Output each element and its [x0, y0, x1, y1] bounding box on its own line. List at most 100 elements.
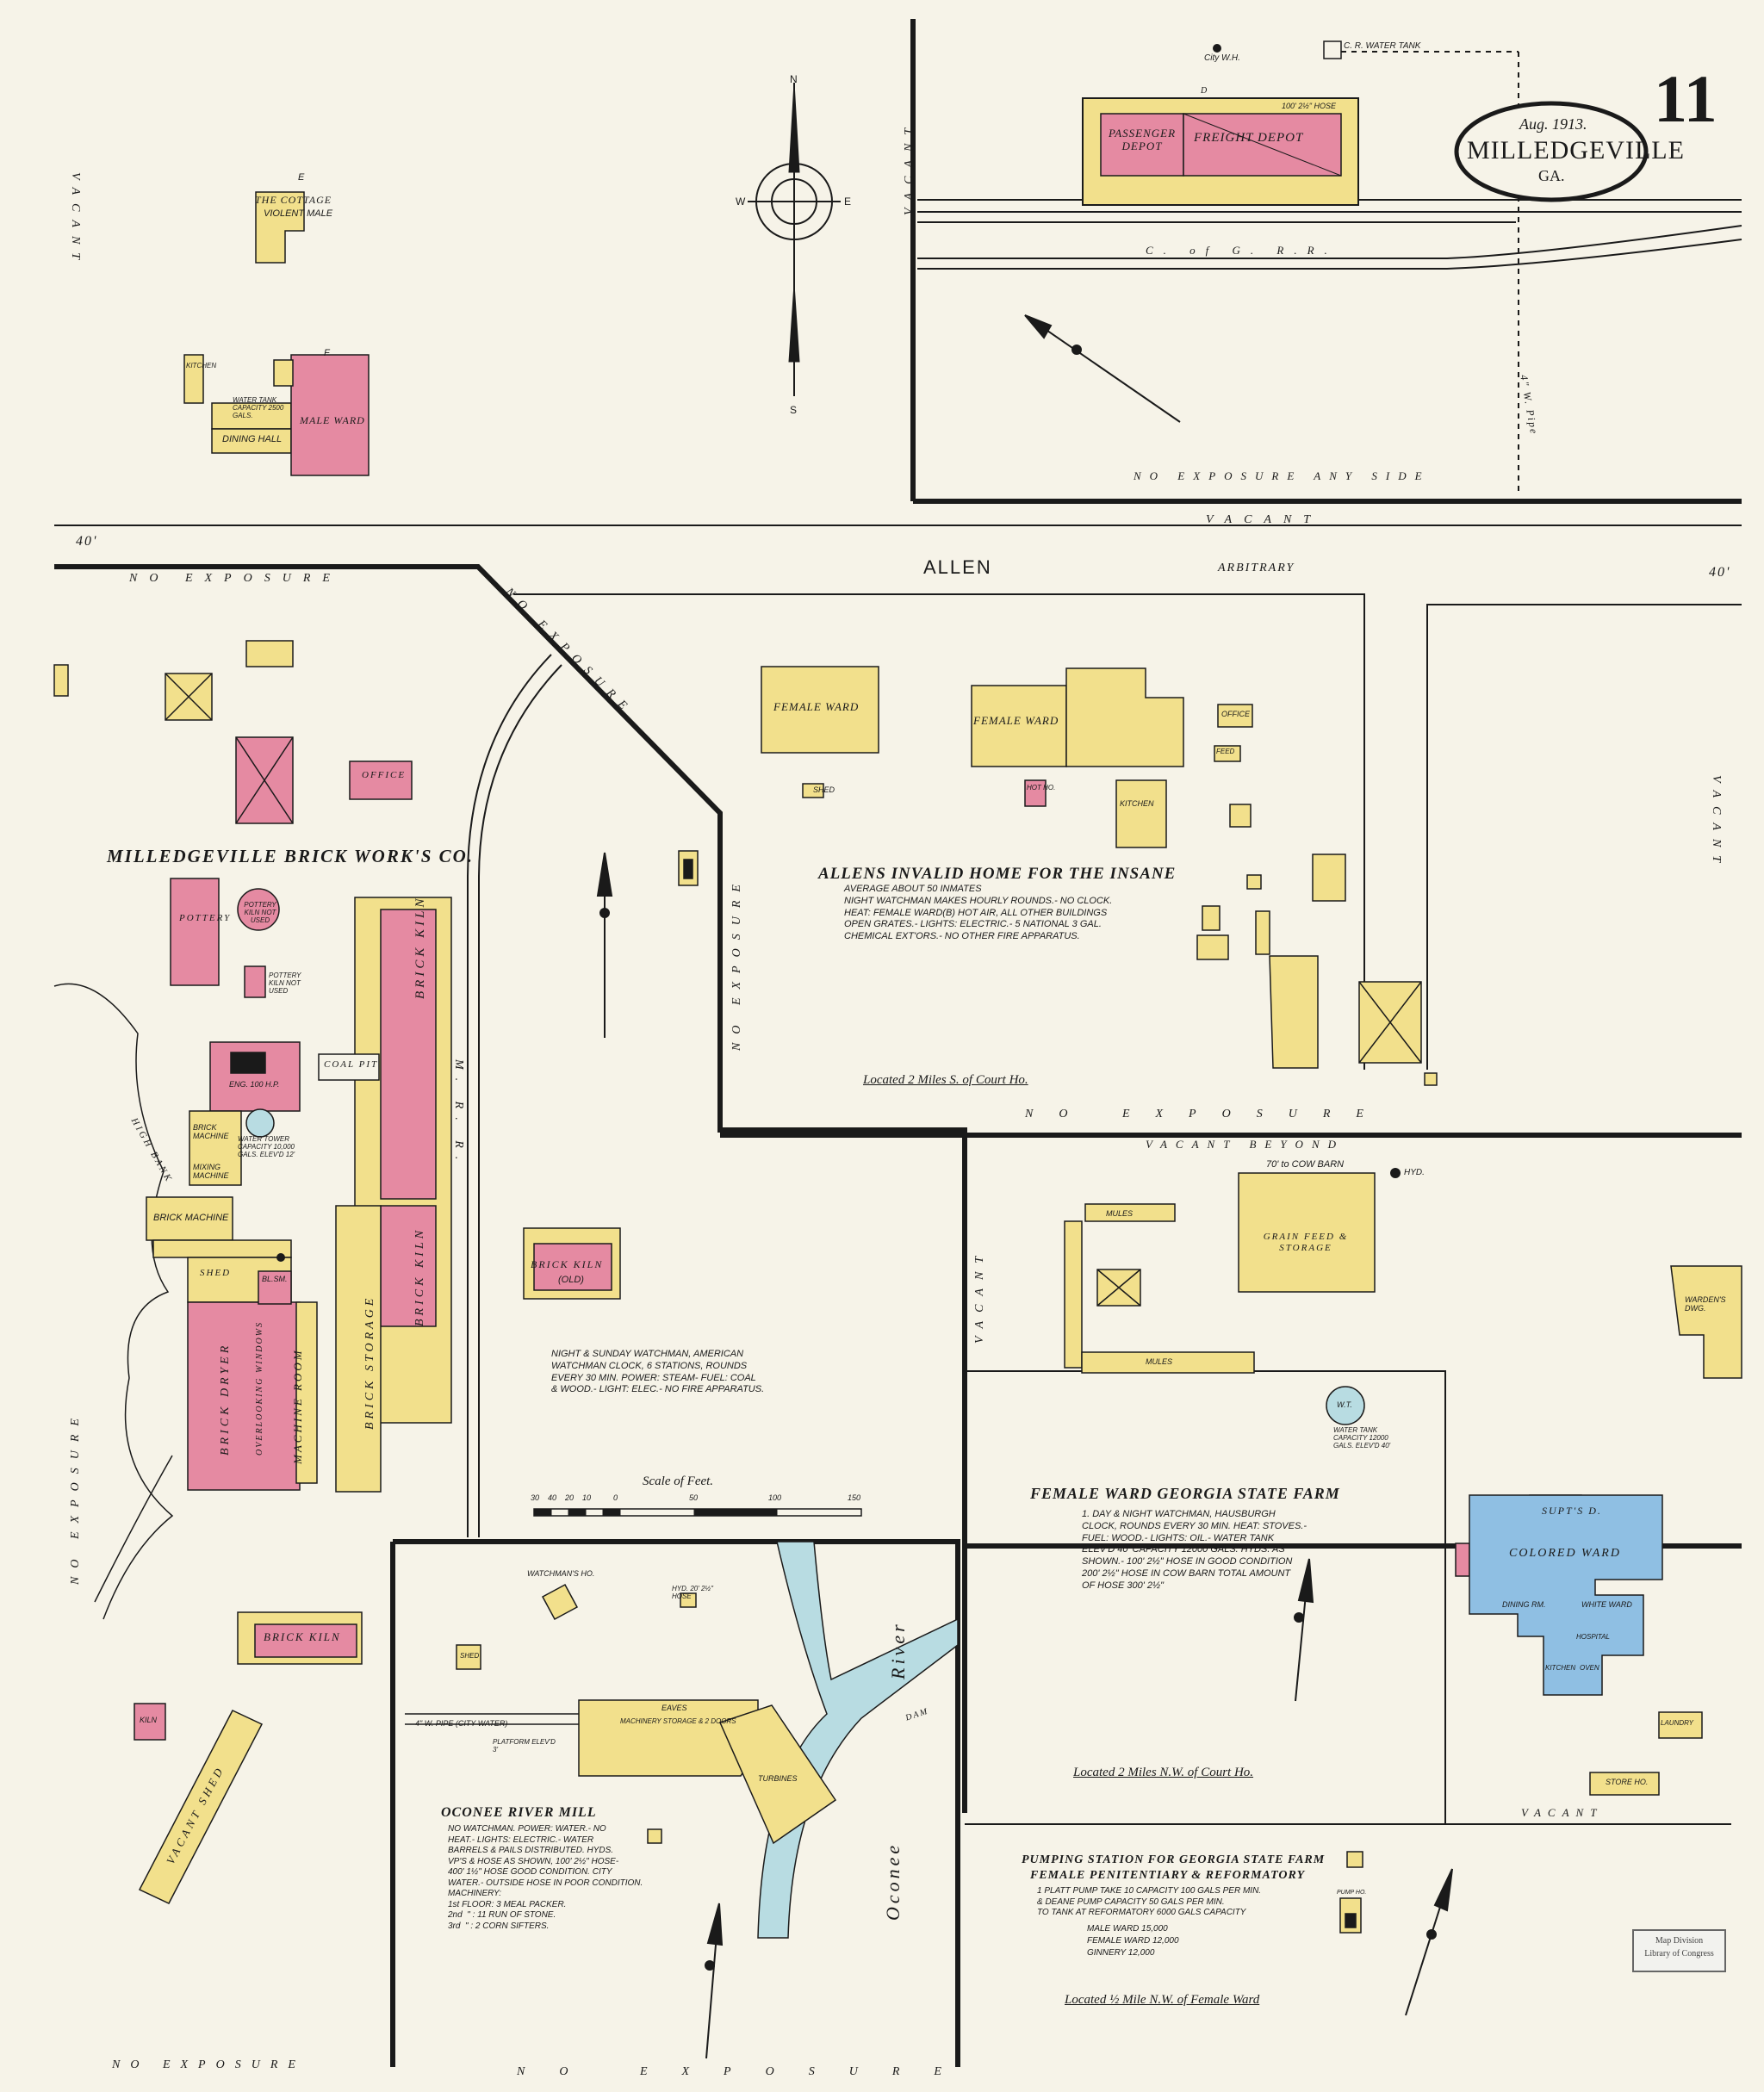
- male-ward-letter: F: [324, 348, 330, 358]
- north-arrows: [596, 314, 1453, 2059]
- allens-hot-ho: HOT HO.: [1027, 784, 1056, 791]
- brick-works-machine-room: MACHINE ROOM: [291, 1348, 304, 1464]
- scale-tick-40: 40: [548, 1493, 557, 1502]
- brick-works-overlooking: OVERLOOKING WINDOWS: [255, 1320, 264, 1456]
- brick-works-office: OFFICE: [362, 770, 407, 780]
- brick-works-blsm: BL.SM.: [262, 1275, 288, 1283]
- sheet-number: 11: [1654, 61, 1717, 136]
- brick-works-old: (OLD): [558, 1275, 584, 1285]
- allens-female-ward-b: FEMALE WARD: [773, 700, 860, 713]
- hydrants: [276, 1168, 1401, 1262]
- scale-tick-20: 20: [565, 1493, 575, 1502]
- railroad-tracks-cofga: [917, 199, 1742, 270]
- mill-pipe: [405, 1713, 579, 1725]
- state-farm-white-ward: WHITE WARD: [1581, 1600, 1632, 1609]
- allens-kitchen: KITCHEN: [1120, 799, 1154, 808]
- scale-tick-150: 150: [848, 1493, 861, 1502]
- pumping-pump: PUMP HO.: [1337, 1890, 1367, 1896]
- label-no-exposure-mid: NO EXPOSURE: [1025, 1108, 1389, 1120]
- brick-works-shed: SHED: [200, 1268, 232, 1278]
- brick-works-brick-kiln-g: BRICK KILN: [264, 1630, 341, 1643]
- label-vacant-left: VACANT: [69, 172, 82, 269]
- pumping-row-3: GINNERY 12,000: [1087, 1948, 1155, 1958]
- state-farm-mules-g: MULES: [1146, 1357, 1173, 1366]
- compass-s: S: [790, 404, 798, 416]
- brick-works-mixing: MIXING MACHINE: [193, 1163, 229, 1181]
- scale-label: Scale of Feet.: [643, 1474, 714, 1488]
- label-vacant-top: VACANT: [1206, 513, 1323, 526]
- label-no-exposure-bottom-mid: NO EXPOSURE: [517, 2065, 976, 2078]
- street-width-left: 40': [76, 534, 98, 549]
- brick-works-dryer: BRICK DRYER: [219, 1342, 232, 1456]
- label-city-wh: City W.H.: [1204, 53, 1240, 63]
- brick-works-kiln-1: BRICK KILN: [413, 895, 427, 999]
- pumping-notes: 1 PLATT PUMP TAKE 10 CAPACITY 100 GALS P…: [1037, 1886, 1262, 1917]
- brick-works-buildings: [53, 640, 699, 1904]
- brick-works-pottery: POTTERY: [179, 913, 232, 923]
- label-vacant-farm: VACANT: [973, 1247, 986, 1344]
- state-farm-dining: DINING RM.: [1502, 1600, 1546, 1609]
- cottage-letter: E: [298, 172, 305, 183]
- brick-works-storage: BRICK STORAGE: [363, 1294, 376, 1430]
- depot-passenger: PASSENGER DEPOT: [1108, 127, 1177, 152]
- library-stamp: Map Division Library of Congress: [1632, 1929, 1726, 1972]
- mill-platform: PLATFORM ELEV'D 3': [493, 1738, 556, 1754]
- scale-tick-10: 10: [582, 1493, 592, 1502]
- state-farm-wardens: WARDEN'S DWG.: [1685, 1295, 1726, 1313]
- state-farm-store: STORE HO.: [1606, 1778, 1649, 1786]
- street-arbitrary: ARBITRARY: [1218, 562, 1295, 574]
- state-farm-wt: W.T.: [1337, 1400, 1352, 1409]
- stamp-line-2: Library of Congress: [1644, 1949, 1714, 1959]
- pump-house: [1339, 1851, 1363, 1934]
- compass-n: N: [790, 73, 798, 85]
- pumping-row-2: FEMALE WARD 12,000: [1087, 1936, 1179, 1946]
- allens-female-ward-c: FEMALE WARD: [973, 714, 1059, 727]
- scale-tick-30: 30: [531, 1493, 540, 1502]
- scale-tick-50: 50: [689, 1493, 699, 1502]
- state-farm-laundry: LAUNDRY: [1661, 1719, 1693, 1727]
- state-farm-kitchen: KITCHEN: [1545, 1664, 1576, 1672]
- label-no-exposure-top: NO EXPOSURE: [129, 572, 342, 585]
- depot-freight: FREIGHT DEPOT: [1194, 131, 1304, 145]
- depot-letter: D: [1201, 86, 1209, 96]
- label-vacant-beyond: VACANT BEYOND: [1146, 1138, 1345, 1151]
- allens-home-buildings: [761, 666, 1438, 1086]
- male-ward-name: MALE WARD: [300, 414, 365, 426]
- state-farm-hospital: HOSPITAL: [1576, 1633, 1610, 1641]
- mrr-tracks: [467, 654, 562, 1537]
- brick-works-coal-pit: COAL PIT: [324, 1059, 379, 1070]
- brick-works-kiln-old: BRICK KILN: [531, 1258, 604, 1270]
- scale-tick-100: 100: [768, 1493, 782, 1502]
- label-mrr: M. R. R.: [452, 1059, 465, 1169]
- state-farm-tank: WATER TANK CAPACITY 12000 GALS. ELEV'D 4…: [1333, 1426, 1391, 1450]
- pumping-row-1: MALE WARD 15,000: [1087, 1924, 1168, 1934]
- mill-buildings: [456, 1583, 837, 1845]
- sheet-state: GA.: [1538, 167, 1565, 184]
- label-water-tank: C. R. WATER TANK: [1344, 41, 1421, 51]
- foot-contour: [94, 1455, 173, 1603]
- label-no-exposure-bottom-left: NO EXPOSURE: [112, 2058, 306, 2071]
- brick-works-notes: NIGHT & SUNDAY WATCHMAN, AMERICAN WATCHM…: [551, 1349, 765, 1395]
- state-farm-title: FEMALE WARD GEORGIA STATE FARM: [1030, 1485, 1340, 1502]
- high-bank-contour: [53, 983, 174, 1620]
- label-vacant-bottom-right: VACANT: [1521, 1806, 1604, 1819]
- depot-building: [1082, 97, 1359, 206]
- brick-works-kiln-h: KILN: [140, 1716, 158, 1724]
- compass-e: E: [844, 196, 852, 208]
- state-farm-mules-e: MULES: [1106, 1209, 1134, 1218]
- label-to-cow-barn: 70' to COW BARN: [1266, 1159, 1345, 1170]
- brick-works-water-tower: WATER TOWER CAPACITY 10,000 GALS. ELEV'D…: [238, 1135, 295, 1159]
- label-no-exposure-any-side: NO EXPOSURE ANY SIDE: [1134, 469, 1431, 482]
- male-ward-dining: DINING HALL: [222, 434, 283, 444]
- sheet-date: Aug. 1913.: [1519, 115, 1587, 133]
- brick-works-brick-machine-2: BRICK MACHINE: [153, 1213, 229, 1223]
- pumping-title-2: FEMALE PENITENTIARY & REFORMATORY: [1030, 1869, 1306, 1882]
- oconee-river: [757, 1541, 959, 1939]
- cottage-name: THE COTTAGE: [255, 194, 332, 206]
- male-ward-kitchen: KITCHEN: [186, 362, 217, 369]
- mill-eaves: EAVES: [662, 1704, 687, 1712]
- state-farm-colored-ward: COLORED WARD: [1509, 1547, 1621, 1560]
- allens-shed: SHED: [813, 785, 835, 794]
- state-farm-grain: GRAIN FEED & STORAGE: [1263, 1232, 1349, 1253]
